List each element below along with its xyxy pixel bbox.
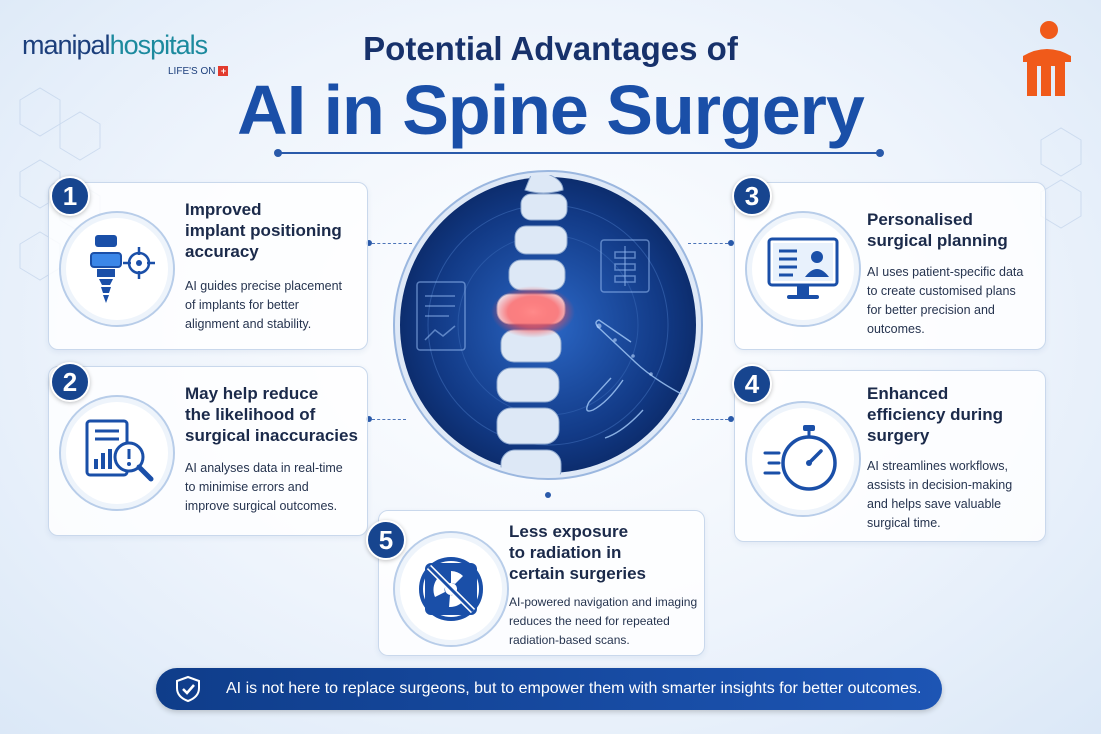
card-4-title-line-3: surgery bbox=[867, 426, 930, 445]
card-1-title: Improved implant positioning accuracy bbox=[185, 199, 342, 262]
card-5-description: AI-powered navigation and imaging reduce… bbox=[509, 593, 697, 650]
card-5-desc-line-2: reduces the need for repeated bbox=[509, 614, 670, 628]
card-1-desc-line-2: of implants for better bbox=[185, 298, 299, 312]
card-3-title-line-2: surgical planning bbox=[867, 231, 1008, 250]
card-4-desc-line-1: AI streamlines workflows, bbox=[867, 459, 1009, 473]
spine-hologram-illustration bbox=[393, 170, 703, 480]
card-3-description: AI uses patient-specific data to create … bbox=[867, 263, 1023, 339]
card-5-title-line-3: certain surgeries bbox=[509, 564, 647, 583]
card-5-desc-line-1: AI-powered navigation and imaging bbox=[509, 595, 698, 609]
logo-name-part1: manipal bbox=[22, 30, 111, 60]
card-2-desc-line-1: AI analyses data in real-time bbox=[185, 461, 343, 475]
card-5-icon-frame bbox=[393, 531, 509, 647]
title-divider bbox=[274, 149, 884, 157]
card-2-desc-line-3: improve surgical outcomes. bbox=[185, 499, 338, 513]
card-5-number-badge: 5 bbox=[366, 520, 406, 560]
footer-message: AI is not here to replace surgeons, but … bbox=[226, 680, 922, 697]
card-4-number-badge: 4 bbox=[732, 364, 772, 404]
connector-dot-5 bbox=[545, 492, 551, 498]
connector-dot-1 bbox=[366, 240, 372, 246]
card-2-title-line-1: May help reduce bbox=[185, 384, 319, 403]
connector-line-2 bbox=[372, 419, 406, 420]
title-subheading: Potential Advantages of bbox=[363, 30, 738, 67]
card-5-title-line-1: Less exposure bbox=[509, 522, 629, 541]
card-5-title-line-2: to radiation in bbox=[509, 543, 622, 562]
card-3-number-badge: 3 bbox=[732, 176, 772, 216]
card-2-number-badge: 2 bbox=[50, 362, 90, 402]
card-2-title-line-3: surgical inaccuracies bbox=[185, 426, 358, 445]
logo-plus-badge: + bbox=[218, 66, 229, 76]
card-3-title: Personalised surgical planning bbox=[867, 209, 1008, 251]
card-3-icon-frame bbox=[745, 211, 861, 327]
footer-banner: AI is not here to replace surgeons, but … bbox=[156, 668, 942, 710]
card-3-desc-line-2: to create customised plans bbox=[867, 284, 1016, 298]
connector-line-4 bbox=[692, 419, 728, 420]
card-1-description: AI guides precise placement of implants … bbox=[185, 277, 342, 334]
card-2-description: AI analyses data in real-time to minimis… bbox=[185, 459, 343, 516]
no-radiation-icon bbox=[419, 557, 483, 621]
card-3-desc-line-4: outcomes. bbox=[867, 322, 925, 336]
advantage-card-4: Enhanced efficiency during surgery AI st… bbox=[734, 370, 1046, 542]
connector-dot-3 bbox=[728, 240, 734, 246]
card-2-title: May help reduce the likelihood of surgic… bbox=[185, 383, 358, 446]
card-3-title-line-1: Personalised bbox=[867, 210, 973, 229]
card-4-icon-frame bbox=[745, 401, 861, 517]
card-1-desc-line-3: alignment and stability. bbox=[185, 317, 312, 331]
card-5-title: Less exposure to radiation in certain su… bbox=[509, 521, 646, 584]
connector-dot-4 bbox=[728, 416, 734, 422]
card-4-desc-line-4: surgical time. bbox=[867, 516, 941, 530]
advantage-card-3: Personalised surgical planning AI uses p… bbox=[734, 182, 1046, 350]
page-title: AI in Spine Surgery bbox=[237, 71, 865, 149]
card-4-desc-line-2: assists in decision-making bbox=[867, 478, 1013, 492]
card-2-icon-frame bbox=[59, 395, 175, 511]
manipal-hospitals-logo: manipalhospitals LIFE'S ON+ bbox=[22, 30, 229, 77]
card-1-desc-line-1: AI guides precise placement bbox=[185, 279, 343, 293]
implant-screw-target-icon bbox=[90, 235, 155, 303]
monitor-patient-profile-icon bbox=[767, 237, 839, 299]
report-magnifier-alert-icon bbox=[85, 419, 154, 482]
card-3-desc-line-3: for better precision and bbox=[867, 303, 995, 317]
advantage-card-2: May help reduce the likelihood of surgic… bbox=[48, 366, 368, 536]
card-4-title: Enhanced efficiency during surgery bbox=[867, 383, 1003, 446]
advantage-card-1: Improved implant positioning accuracy AI… bbox=[48, 182, 368, 350]
card-1-title-line-2: implant positioning bbox=[185, 221, 342, 240]
card-4-description: AI streamlines workflows, assists in dec… bbox=[867, 457, 1012, 533]
connector-line-1 bbox=[372, 243, 412, 244]
connector-dot-2 bbox=[366, 416, 372, 422]
card-1-title-line-3: accuracy bbox=[185, 242, 259, 261]
connector-line-3 bbox=[688, 243, 728, 244]
logo-wordmark: manipalhospitals bbox=[22, 30, 209, 61]
card-4-title-line-2: efficiency during bbox=[867, 405, 1004, 424]
card-5-desc-line-3: radiation-based scans. bbox=[509, 633, 630, 647]
card-1-number-badge: 1 bbox=[50, 176, 90, 216]
card-2-title-line-2: the likelihood of bbox=[185, 405, 316, 424]
card-4-desc-line-3: and helps save valuable bbox=[867, 497, 1002, 511]
brand-mark-icon bbox=[1023, 21, 1071, 96]
card-1-icon-frame bbox=[59, 211, 175, 327]
logo-tagline: LIFE'S ON+ bbox=[168, 66, 229, 77]
stopwatch-speed-icon bbox=[763, 425, 837, 491]
card-3-desc-line-1: AI uses patient-specific data bbox=[867, 265, 1024, 279]
advantage-card-5: Less exposure to radiation in certain su… bbox=[378, 510, 705, 656]
logo-tagline-text: LIFE'S ON bbox=[168, 66, 216, 77]
shield-check-icon bbox=[176, 675, 200, 703]
card-2-desc-line-2: to minimise errors and bbox=[185, 480, 309, 494]
logo-name-part2: hospitals bbox=[109, 30, 209, 60]
card-1-title-line-1: Improved bbox=[185, 200, 262, 219]
card-4-title-line-1: Enhanced bbox=[867, 384, 949, 403]
